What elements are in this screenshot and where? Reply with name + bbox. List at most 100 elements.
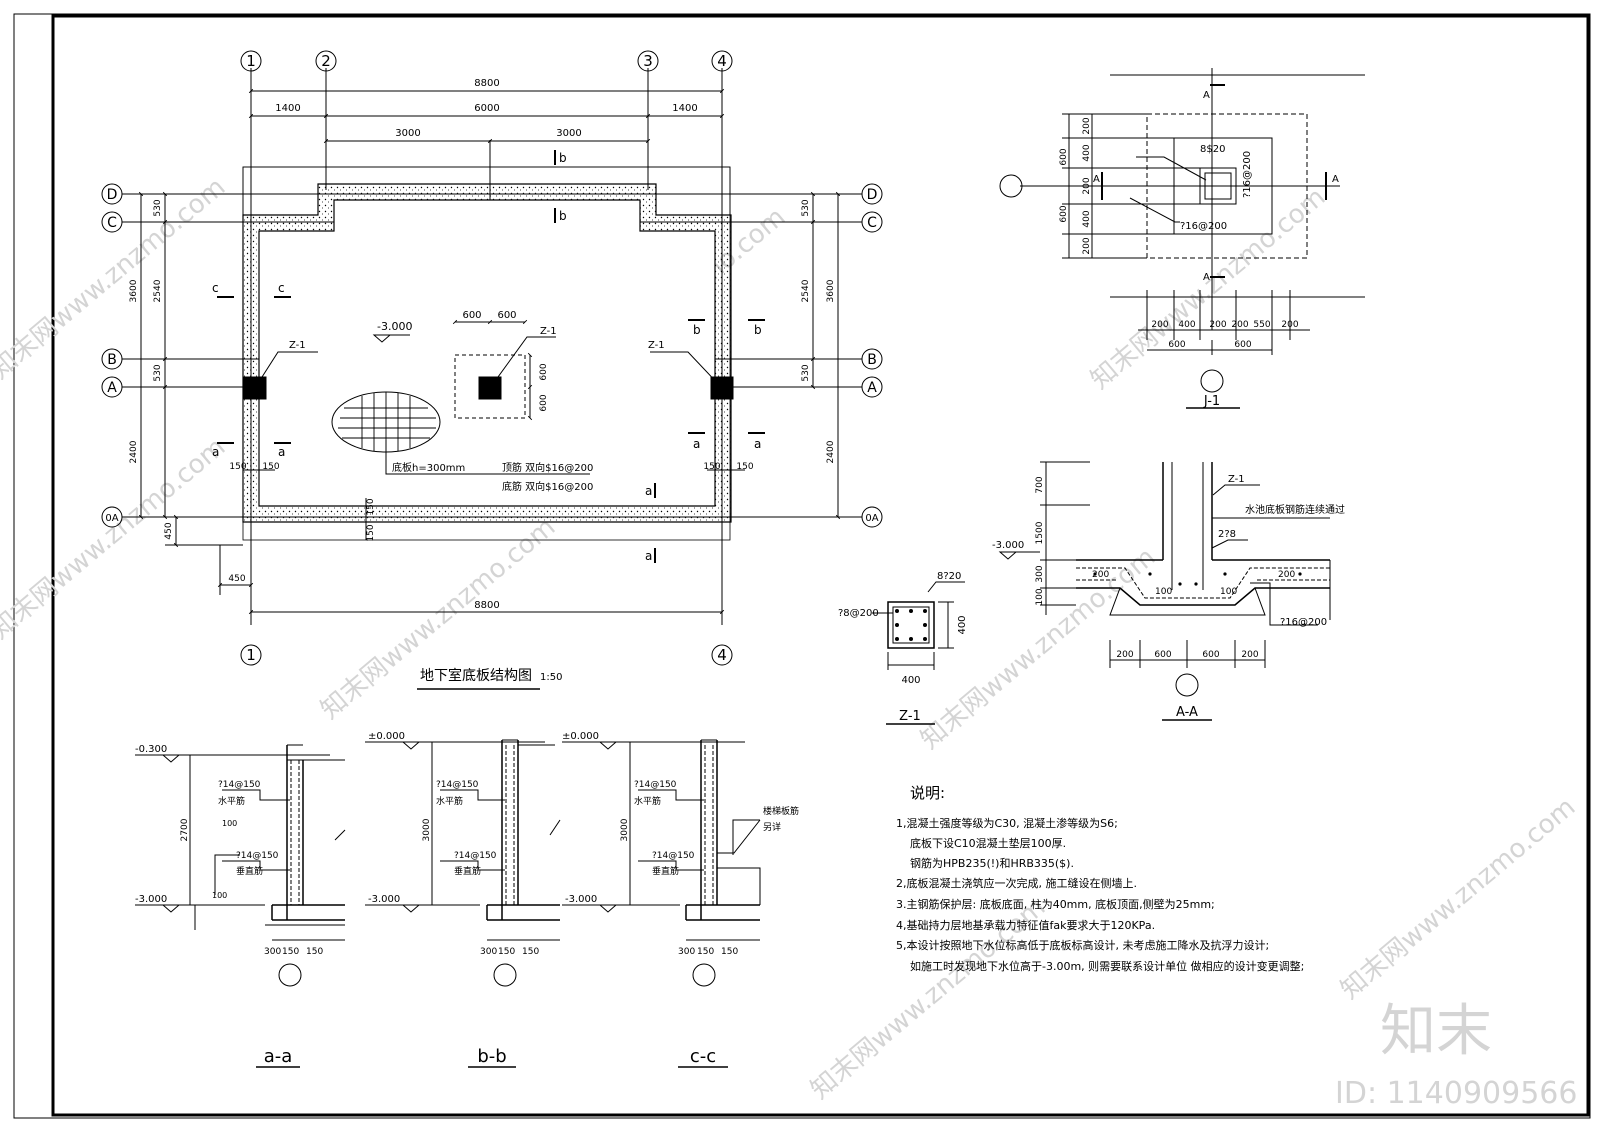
j1-section-a: A [1332,174,1339,185]
top-rebar-note: 顶筋 双向$16@200 [502,461,593,474]
notes-title: 说明: [910,784,945,802]
aa-small: 100 [1155,587,1172,597]
cc-top-level: ±0.000 [562,731,599,742]
bb-rebar-v: ?14@150 [454,851,497,861]
j1-dim: 200 [1151,320,1168,330]
cc-dim: 150 [697,947,714,957]
inner-border [51,14,1590,1117]
dim-left-2540: 2540 [153,279,163,302]
cc-rebar-v: ?14@150 [652,851,695,861]
col-dim: 600 [539,394,549,411]
cc-rebar-v-name: 垂直筋 [652,865,679,877]
note-line: 3.主钢筋保护层: 底板底面, 柱为40mm, 底板顶面,侧壁为25mm; [896,897,1215,911]
note-line: 底板下设C10混凝土垫层100厚. [910,836,1066,850]
general-notes: 说明: 1,混凝土强度等级为C30, 混凝土渗等级为S6; 底板下设C10混凝土… [896,784,1304,973]
j1-dim: 600 [1059,148,1069,165]
dim-right-2400: 2400 [826,440,836,463]
aa-note: 水池底板钢筋连续通过 [1245,503,1345,516]
z1-rebar-main: 8?20 [937,571,961,582]
bb-rebar-v-name: 垂直筋 [454,865,481,877]
aa-height: 2700 [180,818,190,841]
j1-section-a: A [1203,272,1210,283]
bb-dim: 150 [498,947,515,957]
aa-bot-level: -3.000 [135,894,167,905]
wall-dim: 150 [229,462,246,472]
column-label: Z-1 [289,340,306,351]
aa-small: 200 [1278,570,1295,580]
j1-rebar-main: 8$20 [1200,144,1225,155]
j1-dim: 200 [1082,117,1092,134]
watermark-logo: 知末 [1380,999,1492,1064]
aa-dim: 150 [282,947,299,957]
col-dim: 600 [539,363,549,380]
axis-3-top: 3 [643,52,653,70]
dim-left-450: 450 [164,522,174,539]
aa-title: A-A [1176,705,1198,720]
section-mark-a: a [212,445,219,459]
aa-dim: 200 [1116,650,1133,660]
aa-dim: 150 [306,947,323,957]
aa-rebar2: ?16@200 [1280,617,1327,628]
dim-right-530-top: 530 [801,199,811,216]
aa-dim: 300 [264,947,281,957]
j1-dim: 600 [1059,205,1069,222]
watermark-id: ID: 1140909566 [1335,1076,1577,1111]
aa-rebar-h: ?14@150 [218,780,261,790]
section-mark-c: c [278,281,285,295]
z1-height: 400 [957,615,968,634]
dim-top-3000-right: 3000 [556,128,581,139]
dim-bottom-total: 8800 [474,600,499,611]
dim-left-3600: 3600 [129,279,139,302]
cc-dim: 150 [721,947,738,957]
aa-rebar-v-name: 垂直筋 [236,865,263,877]
wall-section-bb [365,739,561,1068]
slab-level: -3.000 [377,320,412,333]
dim-top-6000: 6000 [474,103,499,114]
j1-dim: 400 [1082,144,1092,161]
dim-left-2400: 2400 [129,440,139,463]
wall-dim: 150 [366,524,376,541]
axis-0a-left: 0A [105,513,118,524]
axis-c-right: C [867,215,877,231]
bb-top-level: ±0.000 [368,731,405,742]
note-line: 钢筋为HPB235(!)和HRB335($). [910,856,1074,870]
col-dim: 600 [497,310,516,321]
aa-level: -3.000 [992,540,1024,551]
dim-left-530-mid: 530 [153,364,163,381]
cc-height: 3000 [620,818,630,841]
dim-bottom-450: 450 [228,574,245,584]
wall-dim: 150 [366,498,376,515]
bottom-rebar-note: 底筋 双向$16@200 [502,480,593,493]
j1-dim: 600 [1234,340,1251,350]
j1-dim: 200 [1082,177,1092,194]
j1-rebar-v: ?16@200 [1242,151,1253,198]
axis-d-right: D [867,187,878,203]
column-z1-section [872,581,965,725]
cc-rebar-h-name: 水平筋 [634,795,661,807]
plan-scale: 1:50 [540,672,562,683]
section-mark-a: a [754,437,761,451]
dim-right-3600: 3600 [826,279,836,302]
outer-border [13,13,1591,1119]
aa-dim: 300 [1035,565,1045,582]
z1-width: 400 [901,675,920,686]
cc-dim: 300 [678,947,695,957]
wall-dim: 150 [703,462,720,472]
note-line: 如施工时发现地下水位高于-3.00m, 则需要联系设计单位 做相应的设计变更调整… [910,959,1304,973]
col-dim: 600 [462,310,481,321]
wall-dim: 150 [736,462,753,472]
wall-sections-labels: -0.300 -3.000 2700 ?14@150 水平筋 ?14@150 垂… [135,731,799,1067]
cc-stair: 楼梯板筋 [763,805,799,817]
section-aa-labels: Z-1 水池底板钢筋连续通过 2?8 ?16@200 -3.000 700 15… [992,474,1345,720]
aa-dim: 1500 [1035,521,1045,544]
z1-stirrup: ?8@200 [838,608,879,619]
aa-dim: 600 [1154,650,1171,660]
watermark-text: 知末网www.znzmo.com [315,512,561,725]
aa-rebar-h-name: 水平筋 [218,795,245,807]
section-cc-title: c-c [690,1046,716,1067]
axis-b-left: B [107,352,117,368]
z1-title: Z-1 [899,709,921,724]
aa-column: Z-1 [1228,474,1245,485]
wall-section-aa [135,744,346,1068]
